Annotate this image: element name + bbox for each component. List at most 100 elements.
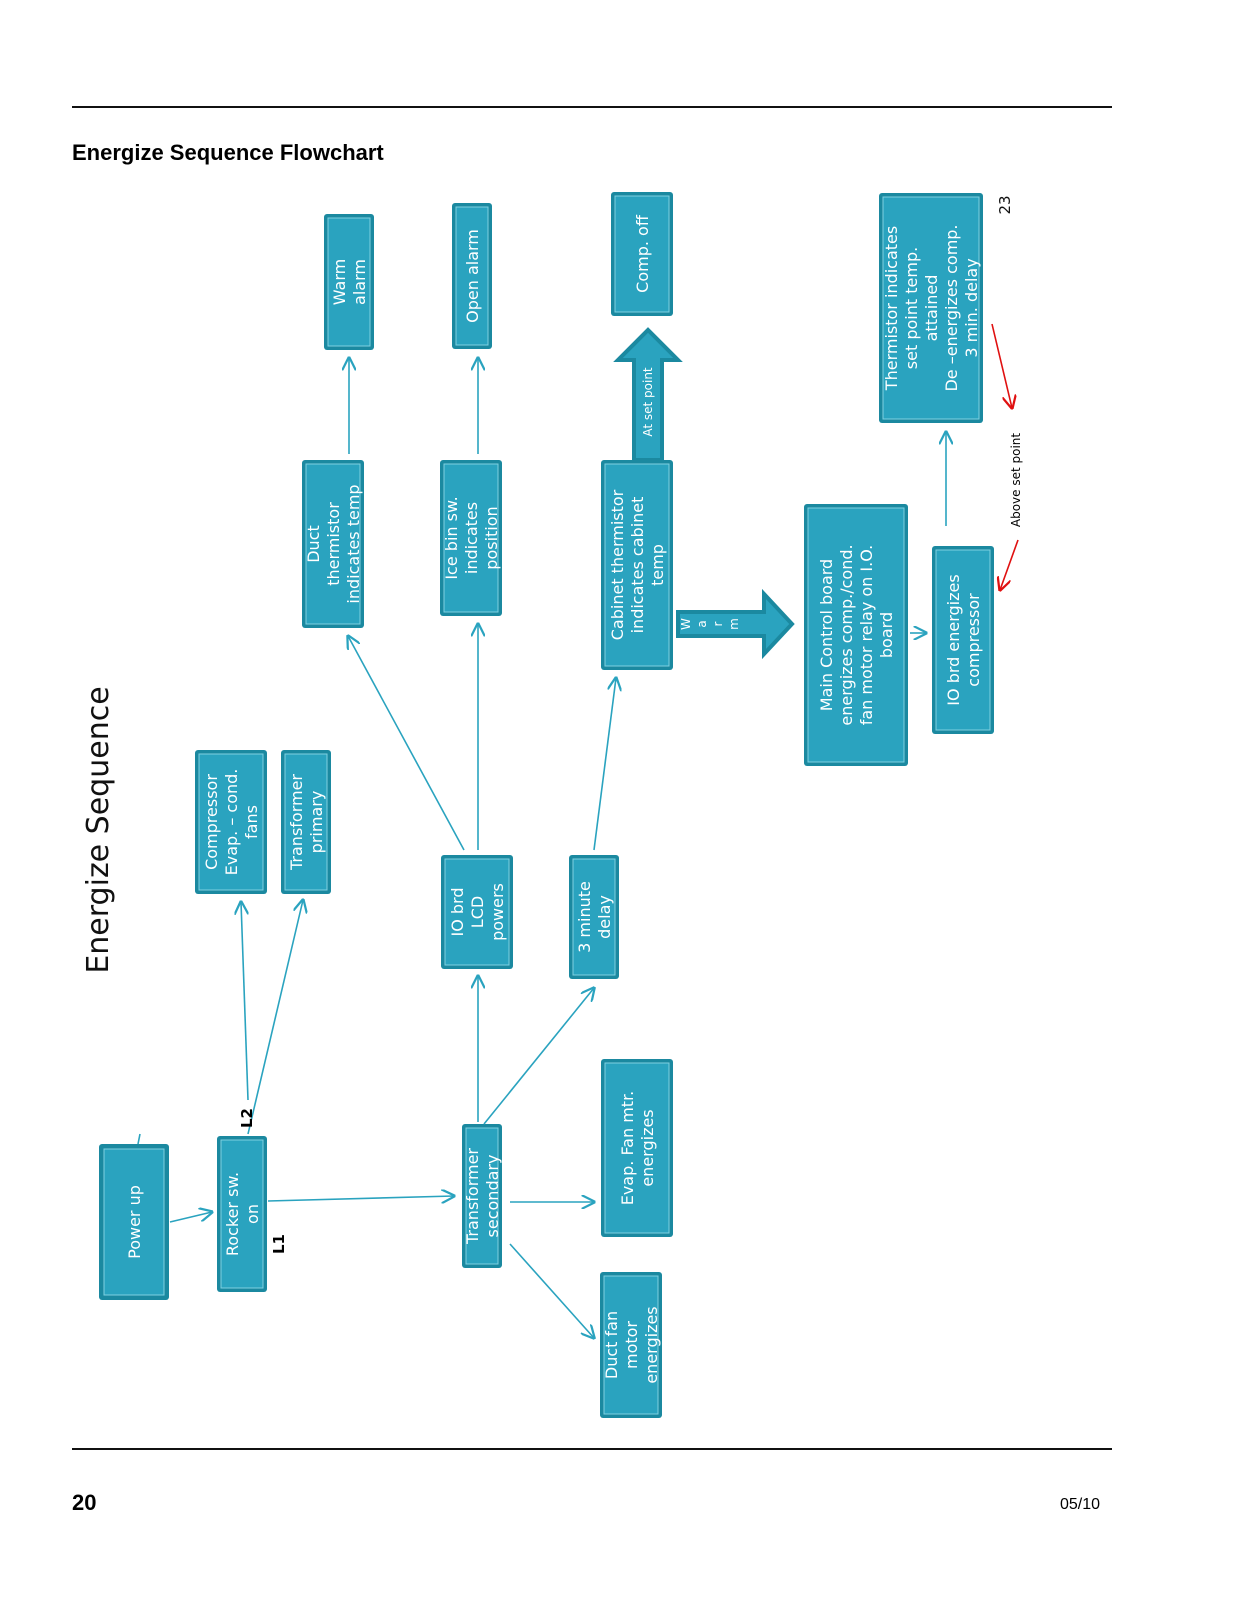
warm-letter: W [679,618,693,630]
node-label-line: indicates [462,502,481,574]
node-label: Comp. off [633,214,652,293]
node-label-line: powers [488,883,507,941]
arrow-power-to-rocker [169,1212,212,1223]
node-label-line: attained [922,275,941,342]
arrow-secondary-to-duct-fan [509,1243,594,1338]
arrow-rocker-to-compressor [241,902,249,1101]
at-set-point-block-arrow [613,327,683,462]
node-label-line: fans [242,805,261,839]
node-main-control-board: Main Control boardenergizes comp./cond.f… [804,504,908,766]
node-label-line: primary [307,791,326,854]
warm-letter: a [695,620,709,627]
arrow-rocker-to-transformer-primary [247,900,303,1135]
node-label: Thermistor indicatesset point temp.attai… [882,224,981,391]
node-label-line: energizes [638,1109,657,1186]
node-label-line: Ice bin sw. [442,496,461,579]
node-label-line: Open alarm [463,229,482,323]
red-arrow-to-above-set-point [991,323,1012,408]
node-label-line: Cabinet thermistor [608,489,627,640]
node-label-line: delay [595,895,614,939]
node-label-line: De –energizes comp. [942,224,961,391]
node-power-up: Power up [99,1144,169,1300]
node-transformer-primary: Transformerprimary [281,750,331,894]
node-label-line: Transformer [287,774,306,871]
diagram-title: Energize Sequence [81,686,116,973]
node-label-line: energizes [642,1306,661,1383]
node-label-line: Compressor [202,774,221,870]
node-rocker-switch: Rocker sw.on [217,1136,267,1292]
node-duct-fan: Duct fanmotorenergizes [600,1272,662,1418]
node-label-line: motor [622,1321,641,1369]
node-label: Evap. Fan mtr.energizes [618,1091,657,1206]
node-label: Ice bin sw.indicatesposition [442,496,501,579]
node-label-line: thermistor [324,502,343,586]
node-label-line: Rocker sw. [223,1172,242,1256]
node-transformer-secondary: Transformersecondary [462,1124,502,1268]
node-label: Open alarm [463,229,482,323]
arrow-rocker-to-transformer-secondary [267,1196,454,1201]
bottom-rule [72,1448,1112,1450]
node-label-line: fan motor relay on I.O. [857,545,876,726]
node-warm-alarm: Warmalarm [324,214,374,350]
node-three-minute-delay: 3 minutedelay [569,855,619,979]
node-label: Ductthermistorindicates temp [304,484,363,603]
warm-letter: m [727,618,741,630]
node-label: CompressorEvap. – cond.fans [202,769,261,876]
node-comp-off: Comp. off [611,192,673,316]
node-label-line: Warm [330,259,349,305]
node-label-line: Duct fan [602,1311,621,1379]
arrow-io-brd-to-duct-thermistor [348,636,465,851]
node-label-line: temp [648,544,667,586]
top-rule [72,106,1112,108]
arrow-3min-to-cabinet [593,678,616,851]
node-label-line: on [243,1204,262,1224]
node-evap-fan: Evap. Fan mtr.energizes [601,1059,673,1237]
node-io-brd-lcd: IO brdLCDpowers [441,855,513,969]
warm-block-arrow [676,588,795,660]
node-duct-thermistor: Ductthermistorindicates temp [302,460,364,628]
node-label-line: energizes comp./cond. [837,544,856,725]
node-label-line: Transformer [463,1148,482,1245]
node-label-line: alarm [350,259,369,305]
node-label: Main Control boardenergizes comp./cond.f… [817,544,896,725]
node-label-line: 3 minute [575,881,594,953]
node-label-line: IO brd [448,887,467,936]
node-label-line: LCD [468,896,487,928]
label-l2: L2 [238,1108,256,1128]
node-label-line: Evap. Fan mtr. [618,1091,637,1206]
red-arrow-to-io-brd [1000,539,1019,590]
node-label-line: Evap. – cond. [222,769,241,876]
node-compressor-fans: CompressorEvap. – cond.fans [195,750,267,894]
node-io-brd-energizes-compressor: IO brd energizescompressor [932,546,994,734]
node-label: Duct fanmotorenergizes [602,1306,661,1383]
node-label: IO brdLCDpowers [448,883,507,941]
node-cabinet-thermistor: Cabinet thermistorindicates cabinettemp [601,460,673,670]
node-label: Rocker sw.on [223,1172,262,1256]
node-ice-bin-switch: Ice bin sw.indicatesposition [440,460,502,616]
arrow-secondary-to-3min [483,988,594,1125]
node-label-line: board [877,612,896,658]
node-label: Warmalarm [330,259,369,305]
page-date: 05/10 [1060,1496,1101,1513]
node-label-line: secondary [483,1155,502,1238]
node-label-line: set point temp. [902,247,921,369]
node-label-line: compressor [964,593,983,687]
node-label: 3 minutedelay [575,881,614,953]
node-label-line: Main Control board [817,559,836,711]
node-label-line: indicates cabinet [628,497,647,634]
page-number: 20 [72,1490,97,1515]
node-label: Transformerprimary [287,774,326,871]
node-label-line: Thermistor indicates [882,226,901,391]
node-label-line: Comp. off [633,214,652,293]
node-open-alarm: Open alarm [452,203,492,349]
node-label: Transformersecondary [463,1148,502,1245]
power-up-stub [137,1133,141,1145]
label-above-set-point: Above set point [1009,433,1023,528]
node-thermistor-set-point: Thermistor indicatesset point temp.attai… [879,193,983,423]
slide-number: 23 [996,195,1014,214]
node-label: IO brd energizescompressor [944,574,983,705]
node-label-line: IO brd energizes [944,574,963,705]
node-label: Cabinet thermistorindicates cabinettemp [608,489,667,640]
